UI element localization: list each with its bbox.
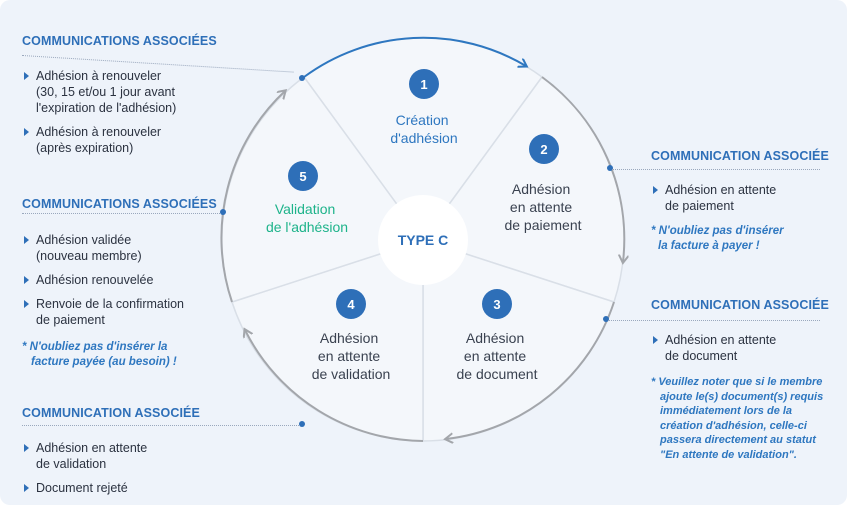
- step-4-number: 4: [347, 297, 355, 312]
- list-item: Document rejeté: [22, 480, 242, 496]
- center-label: TYPE C: [398, 232, 449, 248]
- panel-bottom-right-note: * Veuillez noter que si le membre ajoute…: [651, 376, 824, 461]
- connector-dot-bottom-left: [299, 421, 305, 427]
- arrow-1-to-2: [303, 36, 526, 78]
- step-3-title: Adhésion en attente de document: [457, 330, 538, 382]
- arrow-5-to-1: [220, 91, 285, 303]
- list-item: Adhésion à renouveler(30, 15 et/ou 1 jou…: [22, 68, 242, 116]
- list-item: Adhésion à renouveler(après expiration): [22, 124, 242, 156]
- leader-top-right: [612, 169, 820, 170]
- step-3-number: 3: [493, 297, 500, 312]
- step-5-title: Validation de l'adhésion: [266, 201, 348, 235]
- list-item: Adhésion renouvelée: [22, 272, 242, 288]
- step-1-title: Création d'adhésion: [390, 112, 457, 146]
- connector-dot-top-left: [299, 75, 305, 81]
- arrow-3-to-4: [446, 301, 615, 439]
- step-3-badge: 3: [482, 289, 512, 319]
- arrow-4-to-5: [245, 330, 424, 442]
- panel-middle-left-list: Adhésion validée(nouveau membre) Adhésio…: [22, 232, 242, 336]
- step-2-number: 2: [540, 142, 547, 157]
- step-5-number: 5: [299, 169, 306, 184]
- step-1-number: 1: [420, 77, 427, 92]
- step-4-title: Adhésion en attente de validation: [312, 330, 391, 382]
- panel-middle-left-heading: COMMUNICATIONS ASSOCIÉES: [22, 197, 217, 211]
- center-circle: [378, 195, 468, 285]
- step-5-badge: 5: [288, 161, 318, 191]
- list-item: Adhésion validée(nouveau membre): [22, 232, 242, 264]
- leader-bottom-right: [608, 320, 820, 321]
- panel-top-right-heading: COMMUNICATION ASSOCIÉE: [651, 149, 829, 163]
- step-4-badge: 4: [336, 289, 366, 319]
- connector-dot-middle-left: [220, 209, 226, 215]
- leader-bottom-left: [22, 425, 299, 426]
- panel-bottom-right-heading: COMMUNICATION ASSOCIÉE: [651, 298, 829, 312]
- step-2-badge: 2: [529, 134, 559, 164]
- step-2-title: Adhésion en attente de paiement: [504, 181, 581, 233]
- connector-dot-bottom-right: [603, 316, 609, 322]
- panel-top-left-heading: COMMUNICATIONS ASSOCIÉES: [22, 34, 217, 48]
- leader-middle-left: [22, 213, 220, 214]
- connector-dot-top-right: [607, 165, 613, 171]
- arrow-2-to-3: [541, 76, 624, 262]
- panel-top-left-list: Adhésion à renouveler(30, 15 et/ou 1 jou…: [22, 68, 242, 164]
- panel-bottom-left-heading: COMMUNICATION ASSOCIÉE: [22, 406, 200, 420]
- step-1-badge: 1: [409, 69, 439, 99]
